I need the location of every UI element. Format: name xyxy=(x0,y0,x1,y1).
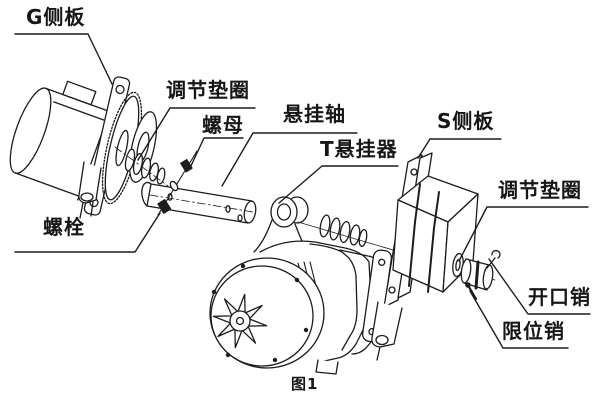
label-bolt: 螺栓 xyxy=(43,215,85,239)
clevis-bracket xyxy=(78,161,102,219)
leader-limit-pin xyxy=(469,290,569,349)
leader-adjust-washer-right xyxy=(458,206,589,262)
leader-s-side-plate xyxy=(417,138,502,159)
label-nut: 螺母 xyxy=(202,113,244,137)
label-t-hanger: T悬挂器 xyxy=(320,137,398,161)
leader-suspension-shaft xyxy=(221,132,358,187)
leader-lines xyxy=(14,33,591,349)
main-housing xyxy=(209,240,393,375)
leader-nut xyxy=(189,137,244,169)
label-g-side-plate: G侧板 xyxy=(26,5,86,29)
leader-cotter-pin xyxy=(488,258,591,315)
label-suspension-shaft: 悬挂轴 xyxy=(283,102,346,126)
leader-t-hanger xyxy=(278,165,399,204)
fan-bolt-dots xyxy=(211,263,309,363)
label-adjust-washer-left: 调节垫圈 xyxy=(166,78,250,102)
leader-adjust-washer-left xyxy=(137,107,256,161)
suspension-shaft-part xyxy=(141,181,257,224)
control-box xyxy=(392,175,479,293)
star-fan xyxy=(212,293,268,349)
adjust-washers-left xyxy=(114,146,169,187)
label-cotter-pin: 开口销 xyxy=(528,285,591,309)
g-motor-assembly xyxy=(9,76,158,219)
spring-washers xyxy=(319,214,368,248)
pin-sleeve xyxy=(460,258,494,291)
label-s-side-plate: S侧板 xyxy=(437,109,495,133)
leader-g-side-plate xyxy=(14,33,113,85)
leader-bolt xyxy=(14,212,161,253)
bolt-and-nut-parts xyxy=(157,150,198,216)
limit-pin-part xyxy=(465,282,478,301)
label-adjust-washer-right: 调节垫圈 xyxy=(498,178,582,202)
t-hanger-part xyxy=(253,196,309,255)
figure-caption: 图1 xyxy=(291,375,319,393)
label-limit-pin: 限位销 xyxy=(502,319,565,343)
